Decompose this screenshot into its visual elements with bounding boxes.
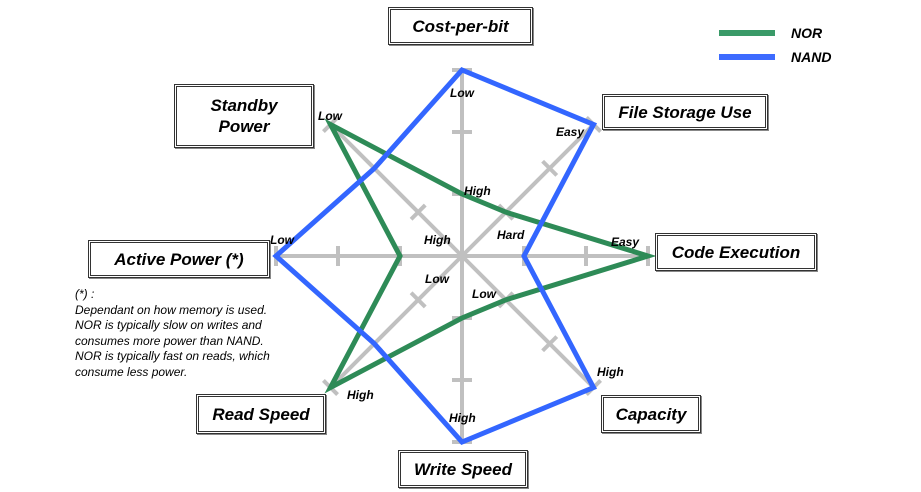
axis-title-code-execution: Code Execution bbox=[655, 233, 817, 271]
axis-outer-label: Easy bbox=[556, 125, 585, 139]
series-nand-line bbox=[272, 67, 598, 445]
axis-title-file-storage-use: File Storage Use bbox=[602, 94, 768, 130]
axis-outer-label: Low bbox=[450, 86, 475, 100]
axis-title-text-line1: Standby bbox=[210, 96, 278, 115]
footnote-line: Dependant on how memory is used. bbox=[75, 302, 268, 317]
footnote-line: NOR is typically slow on writes and bbox=[75, 318, 262, 332]
legend-label-nor: NOR bbox=[791, 25, 823, 41]
axis-title-text: Code Execution bbox=[671, 242, 801, 262]
axis-line bbox=[329, 254, 464, 389]
series-nor-line bbox=[324, 118, 657, 394]
axis-tick bbox=[409, 291, 427, 309]
legend-item-nor: NOR bbox=[719, 25, 822, 41]
radar-series bbox=[272, 67, 657, 445]
axis-inner-label: Hard bbox=[497, 228, 525, 242]
axis-outer-label: Low bbox=[270, 233, 295, 247]
footnote-line: consume less power. bbox=[75, 364, 188, 379]
axis-title-capacity: Capacity bbox=[601, 395, 701, 433]
axis-outer-label: High bbox=[597, 365, 624, 379]
axis-line bbox=[460, 254, 595, 389]
axis-title-text: Cost-per-bit bbox=[412, 16, 509, 36]
legend-label-nand: NAND bbox=[791, 49, 832, 65]
axis-inner-label: Low bbox=[425, 272, 450, 286]
footnote-marker: (*) : bbox=[75, 287, 95, 301]
axis-tick bbox=[541, 335, 559, 353]
axis-inner-label: High bbox=[424, 233, 451, 247]
axis-title-cost-per-bit: Cost-per-bit bbox=[388, 7, 533, 45]
axis-inner-label: High bbox=[464, 184, 491, 198]
axis-outer-label: Low bbox=[318, 109, 343, 123]
axis-inner-label: Low bbox=[472, 287, 497, 301]
axis-title-text: Capacity bbox=[615, 404, 687, 424]
legend-swatch-nor bbox=[719, 30, 775, 36]
axis-outer-label: High bbox=[347, 388, 374, 402]
axis-line bbox=[329, 123, 464, 258]
axis-title-text: Read Speed bbox=[212, 404, 310, 424]
footnote-line: NOR is typically fast on reads, which bbox=[75, 349, 270, 363]
axis-outer-label: High bbox=[449, 411, 476, 425]
axis-title-text: Write Speed bbox=[414, 459, 512, 479]
axis-title-active-power: Active Power (*) bbox=[88, 240, 270, 278]
axis-title-text-line2: Power bbox=[218, 117, 270, 136]
axis-title-text: Active Power (*) bbox=[114, 249, 244, 269]
axis-line bbox=[460, 123, 595, 258]
axis-title-standby-power: Standby Power bbox=[174, 84, 314, 148]
footnote-line: consumes more power than NAND. bbox=[75, 333, 264, 348]
axis-tick bbox=[541, 159, 559, 177]
axis-outer-label: Easy bbox=[611, 235, 640, 249]
footnote: (*) : Dependant on how memory is used. N… bbox=[75, 287, 315, 380]
legend-swatch-nand bbox=[719, 54, 775, 60]
axis-title-write-speed: Write Speed bbox=[398, 450, 528, 488]
axis-tick bbox=[409, 203, 427, 221]
legend-item-nand: NAND bbox=[719, 49, 831, 65]
axis-title-text: File Storage Use bbox=[618, 102, 752, 122]
axis-title-read-speed: Read Speed bbox=[196, 394, 326, 434]
